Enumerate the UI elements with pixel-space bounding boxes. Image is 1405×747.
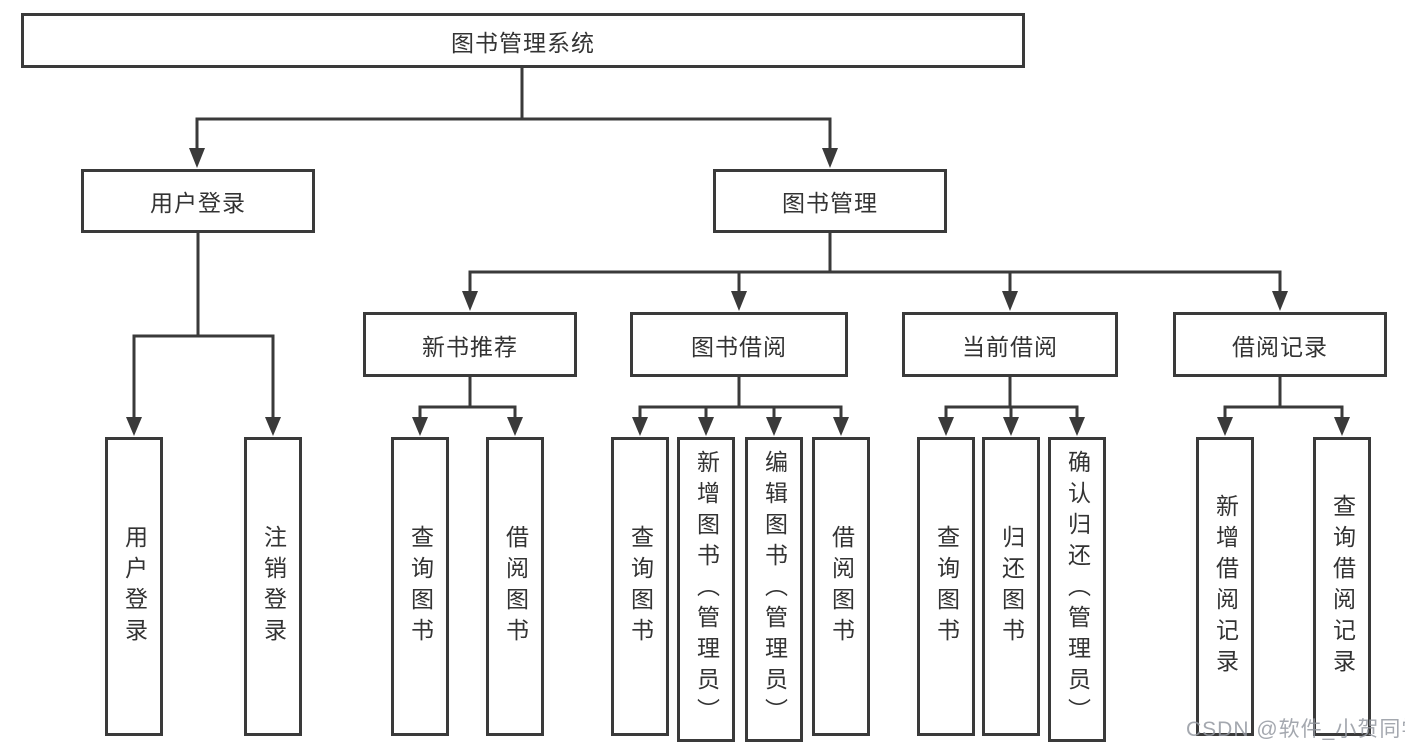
leaf-user-login: 用户登录 bbox=[105, 437, 163, 736]
leaf-label: 新增图书（管理员） bbox=[693, 450, 720, 729]
connector-root-to-level2 bbox=[195, 66, 832, 152]
node-label: 图书管理 bbox=[782, 190, 878, 216]
node-library-system: 图书管理系统 bbox=[21, 13, 1025, 68]
arrow-down-icon bbox=[938, 417, 954, 436]
arrow-down-icon bbox=[1334, 417, 1350, 436]
leaf-query-books-borrow: 查询图书 bbox=[611, 437, 669, 736]
node-book-management: 图书管理 bbox=[713, 169, 947, 233]
leaf-label: 查询图书 bbox=[933, 524, 960, 649]
node-user-login: 用户登录 bbox=[81, 169, 315, 233]
node-label: 图书管理系统 bbox=[451, 29, 595, 56]
node-book-borrowing: 图书借阅 bbox=[630, 312, 848, 377]
arrow-down-icon bbox=[189, 148, 205, 168]
arrow-down-icon bbox=[1217, 417, 1233, 436]
leaf-edit-book-admin: 编辑图书（管理员） bbox=[745, 437, 803, 742]
node-label: 当前借阅 bbox=[962, 333, 1058, 360]
leaf-query-books-recommend: 查询图书 bbox=[391, 437, 449, 736]
arrow-down-icon bbox=[698, 417, 714, 436]
arrowheads bbox=[126, 148, 1350, 436]
leaf-label: 借阅图书 bbox=[502, 524, 529, 649]
connector-userlogin-to-leaves bbox=[132, 231, 275, 421]
leaf-confirm-return-admin: 确认归还（管理员） bbox=[1048, 437, 1106, 742]
leaf-label: 查询图书 bbox=[627, 524, 654, 649]
leaf-label: 注销登录 bbox=[260, 524, 287, 649]
arrow-down-icon bbox=[833, 417, 849, 436]
arrow-down-icon bbox=[731, 291, 747, 311]
leaf-add-book-admin: 新增图书（管理员） bbox=[677, 437, 735, 742]
arrow-down-icon bbox=[126, 417, 142, 436]
arrow-down-icon bbox=[632, 417, 648, 436]
arrow-down-icon bbox=[412, 417, 428, 436]
connector-level3-to-leaves bbox=[418, 375, 1344, 421]
leaf-add-borrow-record: 新增借阅记录 bbox=[1196, 437, 1254, 736]
leaf-query-borrow-record: 查询借阅记录 bbox=[1313, 437, 1371, 736]
node-current-borrowing: 当前借阅 bbox=[902, 312, 1118, 377]
connector-bookmgmt-to-level3 bbox=[468, 231, 1282, 295]
arrow-down-icon bbox=[265, 417, 281, 436]
arrow-down-icon bbox=[1002, 291, 1018, 311]
leaf-label: 用户登录 bbox=[121, 524, 148, 649]
leaf-label: 借阅图书 bbox=[828, 524, 855, 649]
leaf-query-books-current: 查询图书 bbox=[917, 437, 975, 736]
arrow-down-icon bbox=[1069, 417, 1085, 436]
leaf-logout: 注销登录 bbox=[244, 437, 302, 736]
node-borrowing-records: 借阅记录 bbox=[1173, 312, 1387, 377]
leaf-borrow-book: 借阅图书 bbox=[812, 437, 870, 736]
leaf-label: 编辑图书（管理员） bbox=[761, 450, 788, 729]
leaf-label: 归还图书 bbox=[998, 524, 1025, 649]
arrow-down-icon bbox=[766, 417, 782, 436]
node-new-book-recommend: 新书推荐 bbox=[363, 312, 577, 377]
arrow-down-icon bbox=[507, 417, 523, 436]
leaf-label: 确认归还（管理员） bbox=[1064, 450, 1091, 729]
node-label: 借阅记录 bbox=[1232, 333, 1328, 360]
arrow-down-icon bbox=[1003, 417, 1019, 436]
leaf-label: 查询图书 bbox=[407, 524, 434, 649]
leaf-label: 查询借阅记录 bbox=[1329, 493, 1356, 680]
node-label: 图书借阅 bbox=[691, 333, 787, 360]
leaf-borrow-books-recommend: 借阅图书 bbox=[486, 437, 544, 736]
arrow-down-icon bbox=[822, 148, 838, 168]
watermark: CSDN @软件_小贺同学 bbox=[1186, 718, 1405, 741]
leaf-label: 新增借阅记录 bbox=[1212, 493, 1239, 680]
arrow-down-icon bbox=[462, 291, 478, 311]
leaf-return-book: 归还图书 bbox=[982, 437, 1040, 736]
arrow-down-icon bbox=[1272, 291, 1288, 311]
node-label: 新书推荐 bbox=[422, 333, 518, 360]
node-label: 用户登录 bbox=[150, 190, 246, 216]
